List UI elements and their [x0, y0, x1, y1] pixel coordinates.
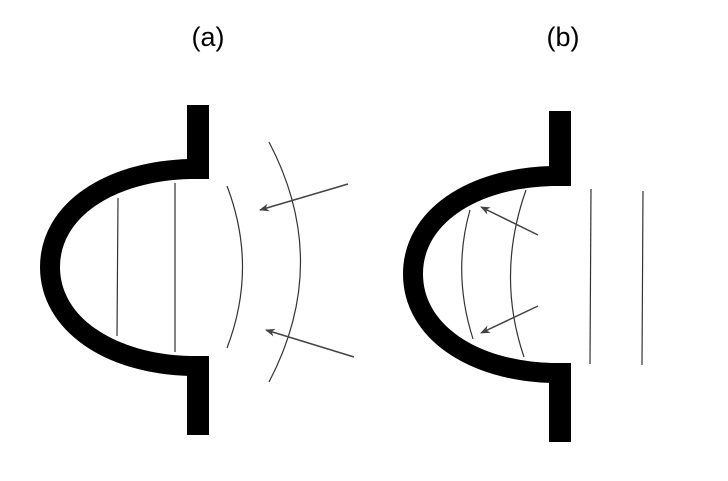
panel-a — [39, 105, 355, 435]
arrow — [480, 206, 539, 236]
arrow — [265, 328, 355, 358]
arrow — [259, 183, 349, 212]
wavefront-curve-inside — [461, 209, 474, 340]
mount-bar-bottom — [187, 358, 209, 435]
wavefront-curve-inside — [509, 189, 527, 358]
wavefront-arc — [226, 185, 244, 349]
panel-b — [402, 111, 644, 442]
parabolic-reflector — [39, 159, 209, 376]
wavefront-arc — [268, 141, 301, 383]
arrow — [480, 305, 539, 334]
plane-wavefront — [589, 188, 592, 365]
parabolic-reflector — [402, 166, 571, 383]
plane-wavefront — [641, 190, 644, 366]
mount-bar-bottom — [549, 365, 571, 442]
mount-bar-top — [549, 111, 571, 183]
panel-b-label: (b) — [546, 22, 580, 52]
panel-a-label: (a) — [191, 22, 225, 52]
wavefront-inside — [116, 197, 119, 337]
